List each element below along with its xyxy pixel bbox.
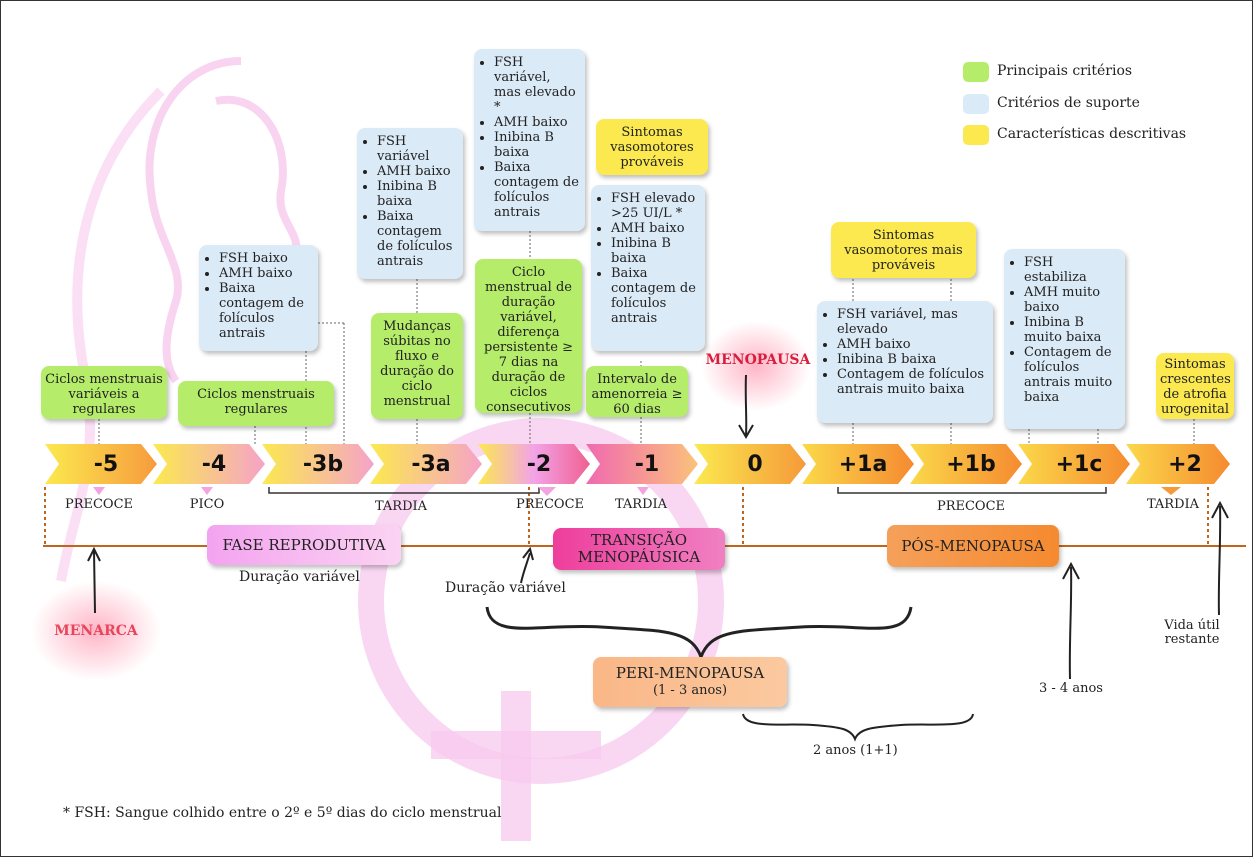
support-box-stage-2: FSH variável, mas elevado * AMH baixo In… (474, 49, 585, 231)
phase-reproductive: FASE REPRODUTIVA (207, 525, 401, 565)
phase-perimenopause-title: PERI-MENOPAUSA (615, 664, 765, 682)
legend-label-main: Principais critérios (997, 63, 1133, 79)
menarche-label: MENARCA (54, 623, 138, 639)
descriptive-box-stage-1: Sintomas vasomotores prováveis (596, 119, 708, 175)
support-box-stage-3a: FSH variável AMH baixo Inibina B baixa B… (357, 128, 463, 279)
venus-stem (501, 691, 531, 841)
stage-label-minus-3a: -3a (411, 451, 451, 477)
sublabel-tardia-transition: TARDIA (614, 497, 668, 512)
criteria-box-stage-1: Intervalo de amenorreia ≥ 60 dias (586, 366, 688, 417)
stage-label-minus-2: -2 (526, 451, 552, 477)
venus-ring (358, 418, 724, 784)
two-years-note: 2 anos (1+1) (813, 743, 898, 758)
stage-label-plus-2: +2 (1168, 451, 1202, 477)
hair-outline (56, 87, 165, 582)
stage-label-minus-5: -5 (93, 451, 119, 477)
stage-label-minus-4: -4 (201, 451, 227, 477)
criteria-box-stage-2: Ciclo menstrual de duração variável, dif… (475, 259, 582, 415)
legend-swatch-support (963, 94, 989, 114)
stage-label-minus-3b: -3b (302, 451, 344, 477)
venus-cross (431, 731, 601, 759)
menopause-glow (701, 321, 811, 411)
phase-perimenopause: PERI-MENOPAUSA (1 - 3 anos) (593, 657, 787, 707)
stage-label-plus-1c: +1c (1055, 451, 1103, 477)
menarche-glow (31, 581, 161, 681)
criteria-box-stage-3a: Mudanças súbitas no fluxo e duração do c… (371, 313, 463, 419)
stage-label-minus-1: -1 (634, 451, 660, 477)
legend-label-descriptive: Características descritivas (997, 126, 1187, 142)
sublabel-precoce-transition: PRECOCE (515, 497, 585, 512)
support-box-stage-1ab: FSH variável, mas elevado AMH baixo Inib… (817, 301, 993, 423)
sublabel-precoce-post: PRECOCE (936, 499, 1006, 514)
descriptive-box-stage-1ab: Sintomas vasomotores mais prováveis (831, 222, 976, 278)
stage-label-plus-1a: +1a (838, 451, 888, 477)
support-box-stage-1c: FSH estabiliza AMH muito baixo Inibina B… (1004, 249, 1125, 429)
criteria-box-stage-5: Ciclos menstruais variáveis a regulares (41, 366, 167, 419)
stage-label-plus-1b: +1b (946, 451, 996, 477)
sublabel-pico: PICO (189, 497, 225, 512)
stage-label-0: 0 (747, 451, 763, 477)
legend-label-support: Critérios de suporte (997, 95, 1140, 111)
phase-postmenopause: PÓS-MENOPAUSA (887, 525, 1059, 567)
support-box-stage-3b: FSH baixo AMH baixo Baixa contagem de fo… (199, 245, 318, 351)
legend-swatch-descriptive (963, 125, 989, 145)
support-box-stage-1: FSH elevado >25 UI/L * AMH baixo Inibina… (591, 185, 705, 351)
menopause-label: MENOPAUSA (705, 352, 811, 368)
phase-menopausal-transition: TRANSIÇÃO MENOPÁUSICA (553, 528, 725, 570)
phase-perimenopause-duration: (1 - 3 anos) (652, 683, 728, 698)
sublabel-tardia-reproductive: TARDIA (374, 499, 428, 514)
legend-swatch-main (963, 62, 989, 82)
descriptive-box-stage-plus-2: Sintomas crescentes de atrofia urogenita… (1156, 353, 1234, 419)
footnote: * FSH: Sangue colhido entre o 2º e 5º di… (63, 805, 502, 821)
criteria-box-stage-4: Ciclos menstruais regulares (178, 381, 334, 426)
menopause-arrow (738, 374, 754, 439)
three-four-years-note: 3 - 4 anos (1039, 681, 1103, 696)
duration-note-reproductive: Duração variável (239, 569, 360, 585)
sublabel-tardia-post: TARDIA (1146, 497, 1200, 512)
remaining-life-note: Vida útil restante (1164, 618, 1220, 647)
sublabel-precoce-reproductive: PRECOCE (64, 497, 134, 512)
duration-note-transition: Duração variável (445, 580, 566, 596)
